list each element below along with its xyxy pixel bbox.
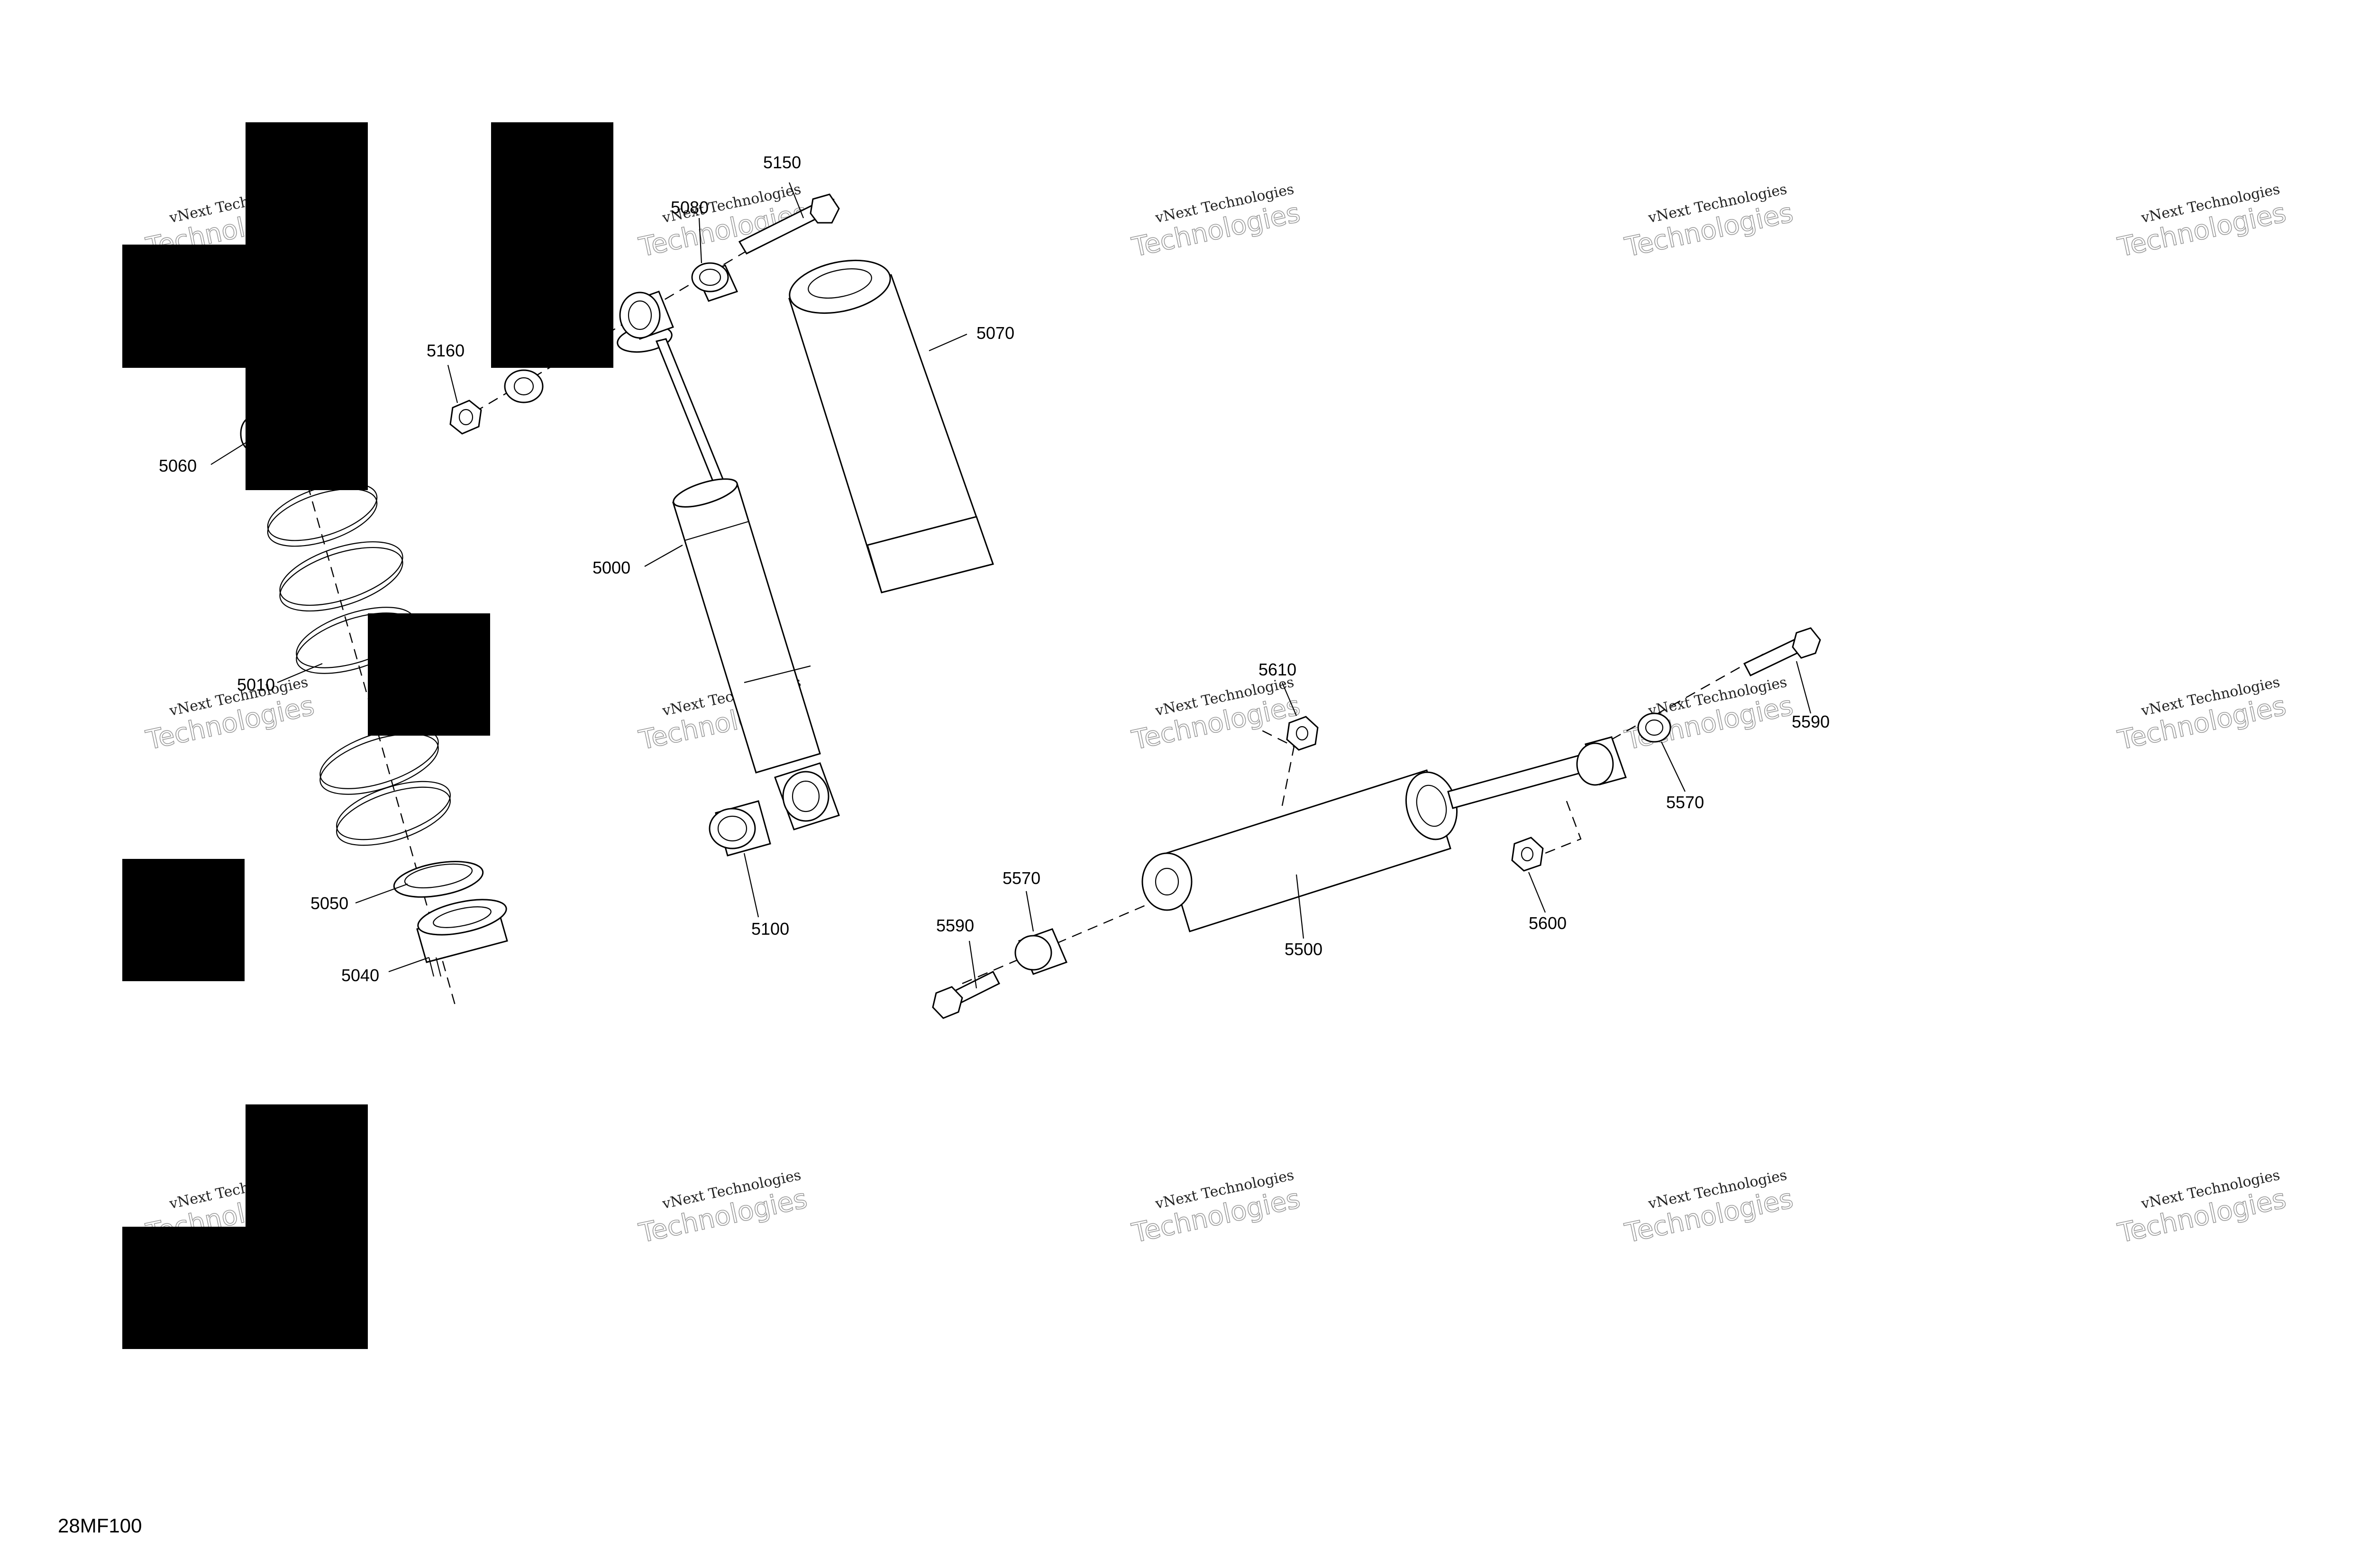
shock-shaft xyxy=(655,338,729,495)
callout-5610: 5610 xyxy=(1258,660,1296,679)
redaction-block xyxy=(491,122,613,368)
upper-hardware xyxy=(449,193,840,435)
spacer-5570-left xyxy=(1014,928,1068,975)
damper-lower-hardware-axis xyxy=(1545,801,1582,854)
callout-5590-right: 5590 xyxy=(1792,712,1830,731)
callout-5100: 5100 xyxy=(751,919,789,939)
redaction-block xyxy=(246,368,368,490)
callout-5600: 5600 xyxy=(1529,913,1567,933)
damper-rod xyxy=(1447,753,1591,809)
shock-lower-eye xyxy=(774,762,840,830)
redaction-block xyxy=(246,1104,368,1227)
callout-5570-right: 5570 xyxy=(1666,793,1704,812)
steering-damper-assembly xyxy=(932,627,1821,1019)
nut-5160 xyxy=(449,400,482,435)
callout-5160: 5160 xyxy=(427,341,465,360)
damper-body-eye xyxy=(1141,852,1193,911)
bolt-5150 xyxy=(738,193,840,255)
damper-right-axis xyxy=(1611,653,1764,740)
redaction-block xyxy=(122,245,368,368)
callout-5000: 5000 xyxy=(592,558,630,577)
callout-5150: 5150 xyxy=(763,153,801,172)
redaction-block xyxy=(122,1227,368,1349)
diagram-reference-code: 28MF100 xyxy=(58,1514,142,1537)
spacer-5570-right xyxy=(1637,712,1671,743)
adjuster-collar-5040 xyxy=(416,899,508,977)
bolt-5590-left xyxy=(932,970,1001,1019)
damper-rod-eye xyxy=(1576,736,1627,786)
callout-labels: 5150 5080 5160 5070 5060 5000 5010 5050 … xyxy=(159,153,1830,985)
callout-5070: 5070 xyxy=(976,323,1014,343)
redaction-block xyxy=(122,859,245,981)
shock-absorber-5000 xyxy=(617,291,840,857)
bolt-5590-right xyxy=(1743,627,1821,676)
callout-5570-left: 5570 xyxy=(1003,868,1040,888)
callout-5050: 5050 xyxy=(310,893,348,913)
spring-assembly xyxy=(240,402,508,1005)
damper-left-axis xyxy=(962,900,1157,985)
callout-5500: 5500 xyxy=(1285,939,1322,959)
leader-lines xyxy=(210,182,1812,989)
spacer-upper xyxy=(504,369,544,403)
callout-5080: 5080 xyxy=(671,198,709,217)
bushing-5080 xyxy=(691,262,738,302)
spring-seat-5050 xyxy=(393,861,484,898)
redaction-block xyxy=(246,122,368,245)
nut-5600 xyxy=(1511,837,1544,872)
redaction-block xyxy=(368,613,490,736)
reservoir-sleeve-5070 xyxy=(788,259,994,593)
callout-5590-left: 5590 xyxy=(936,916,974,935)
callout-5040: 5040 xyxy=(341,966,379,985)
bushing-5100 xyxy=(709,800,771,857)
nut-5610 xyxy=(1286,716,1319,751)
callout-5060: 5060 xyxy=(159,456,197,475)
redaction-blocks xyxy=(122,122,613,1349)
damper-body-5500 xyxy=(1165,769,1451,932)
callout-5010: 5010 xyxy=(237,675,275,694)
